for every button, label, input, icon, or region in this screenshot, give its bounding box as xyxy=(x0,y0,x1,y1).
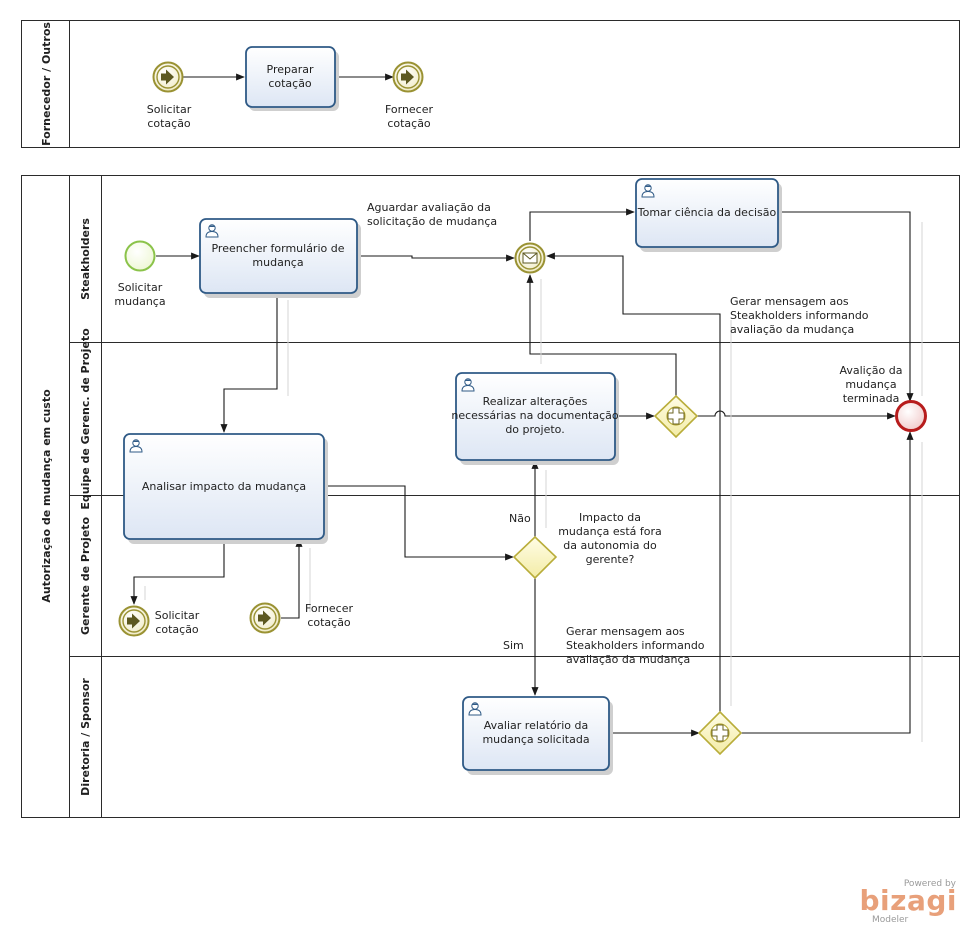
annotation-line: Gerar mensagem aos xyxy=(566,625,685,638)
annotation-line: Steakholders informando xyxy=(730,309,869,322)
task-label-line: necessárias na documentação xyxy=(451,409,619,422)
event-top-solicitar-cotacao[interactable]: Solicitar cotação xyxy=(147,61,192,131)
event-label-line: Solicitar xyxy=(155,609,200,622)
annotation-gerar-top: Gerar mensagem aos Steakholders informan… xyxy=(730,295,869,336)
task-label-line: mudança solicitada xyxy=(482,733,589,746)
start-event-solicitar-mudanca[interactable]: Solicitar mudança xyxy=(114,240,166,309)
lane-label-gerente: Gerente de Projeto xyxy=(79,517,92,635)
task-label-line: mudança xyxy=(252,256,303,269)
annotation-line: Impacto da xyxy=(579,511,641,524)
arrow-right-icon xyxy=(401,69,414,85)
task-realizar-alteracoes[interactable]: Realizar alterações necessárias na docum… xyxy=(451,372,619,465)
flow-preencher-analisar xyxy=(220,294,278,433)
annotation-line: gerente? xyxy=(586,553,635,566)
brand-product: Modeler xyxy=(872,915,909,925)
task-label-line: do projeto. xyxy=(505,423,564,436)
flow-parallel2-message xyxy=(546,252,721,712)
message-event-aguardar[interactable] xyxy=(514,242,546,274)
arrow-right-icon xyxy=(258,610,271,626)
annotation-line: Steakholders informando xyxy=(566,639,705,652)
plus-icon xyxy=(667,407,685,425)
task-analisar-impacto[interactable]: Analisar impacto da mudança xyxy=(123,433,328,544)
flow-preencher-message xyxy=(357,254,515,262)
task-label-line: Preencher formulário de xyxy=(211,242,344,255)
flow-analisar-gateway xyxy=(324,485,514,561)
event-label-line: Avalição da xyxy=(840,364,903,377)
event-label-line: Solicitar xyxy=(147,103,192,116)
powered-by-label: Powered by xyxy=(904,879,957,889)
pool-label-fornecedor: Fornecedor / Outros xyxy=(40,22,53,146)
flow-parallel-message xyxy=(526,274,677,396)
task-label-line: Realizar alterações xyxy=(483,395,588,408)
event-label-line: terminada xyxy=(843,392,900,405)
envelope-icon xyxy=(522,252,538,264)
exclusive-gateway-impacto[interactable] xyxy=(512,535,558,580)
event-label-line: cotação xyxy=(147,117,191,130)
task-label-line: Tomar ciência da decisão xyxy=(637,206,777,219)
event-label-line: cotação xyxy=(155,623,199,636)
annotation-gateway-question: Impacto da mudança está fora da autonomi… xyxy=(558,511,662,566)
event-label-line: mudança xyxy=(114,295,165,308)
annotation-aguardar: Aguardar avaliação da solicitação de mud… xyxy=(367,201,497,228)
task-tomar-ciencia[interactable]: Tomar ciência da decisão xyxy=(635,178,782,252)
annotation-line: da autonomia do xyxy=(563,539,657,552)
flow-fornecer-analisar xyxy=(281,538,303,619)
flow-parallel2-end xyxy=(741,431,914,734)
annotation-line: avaliação da mudança xyxy=(566,653,690,666)
lane-label-steakholders: Steakholders xyxy=(79,218,92,300)
event-label-line: cotação xyxy=(387,117,431,130)
event-gp-fornecer-cotacao[interactable]: Fornecer cotação xyxy=(249,602,354,634)
task-label-line: cotação xyxy=(268,77,312,90)
event-label-line: cotação xyxy=(307,616,351,629)
flow-analisar-solicitar xyxy=(130,540,225,605)
task-preparar-cotacao[interactable]: Preparar cotação xyxy=(245,46,339,111)
pool-label-autorizacao: Autorização de mudança em custo xyxy=(40,389,53,603)
task-label-line: Analisar impacto da mudança xyxy=(142,480,306,493)
annotation-gerar-bottom: Gerar mensagem aos Steakholders informan… xyxy=(566,625,705,666)
annotation-line: Aguardar avaliação da xyxy=(367,201,491,214)
flow-message-tomar xyxy=(529,208,635,241)
event-label-line: Fornecer xyxy=(305,602,354,615)
event-gp-solicitar-cotacao[interactable]: Solicitar cotação xyxy=(118,605,200,637)
task-label-line: Preparar xyxy=(267,63,314,76)
flow-label-nao: Não xyxy=(509,512,531,525)
sequence-flows xyxy=(130,73,923,742)
parallel-gateway-equipe[interactable] xyxy=(653,394,699,439)
annotation-line: Gerar mensagem aos xyxy=(730,295,849,308)
arrow-right-icon xyxy=(127,613,140,629)
end-event-avaliacao-terminada[interactable]: Avalição da mudança terminada xyxy=(840,364,927,432)
task-preencher-formulario[interactable]: Preencher formulário de mudança xyxy=(199,218,361,298)
task-avaliar-relatorio[interactable]: Avaliar relatório da mudança solicitada xyxy=(462,696,613,775)
lane-label-diretoria: Diretoria / Sponsor xyxy=(79,678,92,796)
annotation-line: mudança está fora xyxy=(558,525,662,538)
event-label-line: Fornecer xyxy=(385,103,434,116)
brand-name: bizagi xyxy=(860,884,957,917)
bizagi-logo: Powered by bizagi Modeler xyxy=(860,879,957,925)
annotation-line: avaliação da mudança xyxy=(730,323,854,336)
task-label-line: Avaliar relatório da xyxy=(484,719,588,732)
parallel-gateway-diretoria[interactable] xyxy=(697,710,743,756)
event-label-line: mudança xyxy=(845,378,896,391)
event-top-fornecer-cotacao[interactable]: Fornecer cotação xyxy=(385,61,434,131)
arrow-right-icon xyxy=(161,69,174,85)
flow-tomar-end xyxy=(778,211,914,402)
plus-icon xyxy=(711,724,729,742)
flow-label-sim: Sim xyxy=(503,639,524,652)
lane-label-equipe: Equipe de Gerenc. de Projeto xyxy=(79,328,92,510)
event-label-line: Solicitar xyxy=(118,281,163,294)
annotation-line: solicitação de mudança xyxy=(367,215,497,228)
